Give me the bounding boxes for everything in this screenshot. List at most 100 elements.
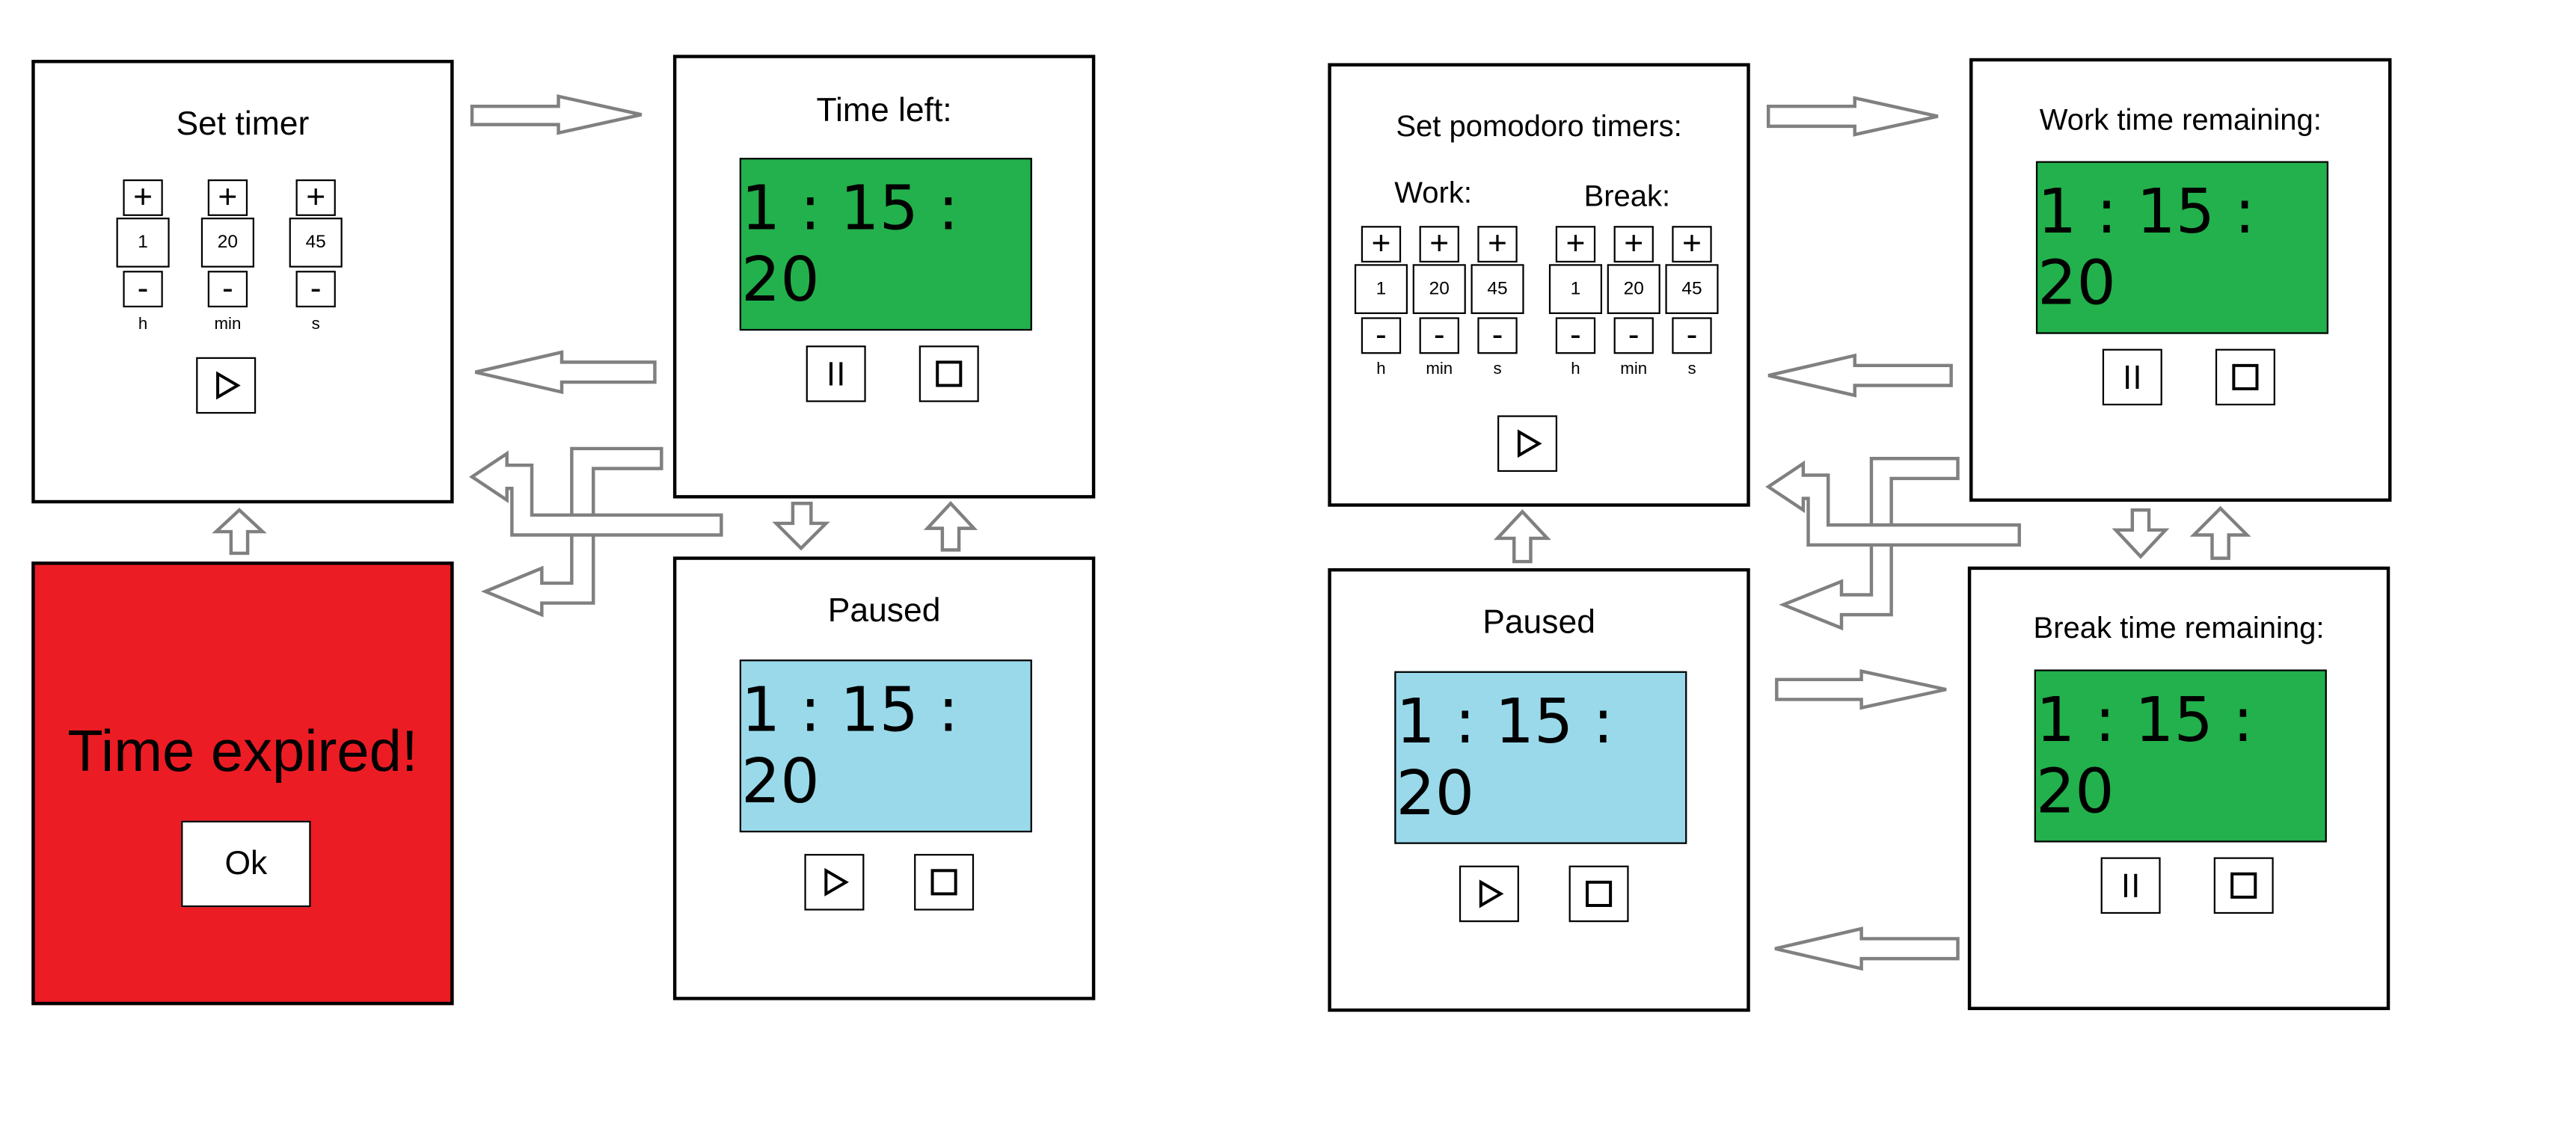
break-countdown-display: 1 : 15 : 20 [2034, 669, 2327, 843]
break-minutes-decrement-button[interactable]: - [1613, 317, 1654, 354]
break-time-screen: Break time remaining: 1 : 15 : 20 [1967, 566, 2391, 1010]
break-hours-increment-button[interactable]: + [1555, 226, 1596, 263]
hours-value[interactable]: 1 [116, 218, 170, 268]
stop-button[interactable] [1568, 865, 1629, 923]
work-hours-decrement-button[interactable]: - [1361, 317, 1402, 354]
minutes-increment-button[interactable]: + [207, 179, 248, 216]
play-icon [216, 371, 241, 400]
break-seconds-decrement-button[interactable]: - [1672, 317, 1712, 354]
pomodoro-paused-screen: Paused 1 : 15 : 20 [1328, 568, 1750, 1012]
minutes-unit-label: min [214, 316, 242, 334]
stop-icon [1586, 880, 1613, 907]
play-icon [824, 867, 849, 896]
pause-icon [2123, 873, 2138, 897]
hours-increment-button[interactable]: + [123, 179, 163, 216]
stop-icon [930, 869, 957, 896]
start-button[interactable] [196, 357, 257, 414]
break-hours-unit-label: h [1571, 360, 1580, 379]
pause-icon [829, 362, 843, 386]
screen-title: Break time remaining: [2033, 611, 2325, 645]
work-minutes-unit-label: min [1426, 360, 1453, 379]
seconds-value[interactable]: 45 [289, 218, 343, 268]
work-minutes-increment-button[interactable]: + [1419, 226, 1459, 263]
seconds-unit-label: s [311, 316, 320, 334]
pause-button[interactable] [2100, 857, 2161, 914]
minutes-decrement-button[interactable]: - [207, 271, 248, 308]
screen-title: Paused [827, 593, 941, 630]
work-label: Work: [1394, 176, 1472, 209]
set-pomodoro-screen: Set pomodoro timers: Work: Break: + 1 - … [1328, 63, 1750, 507]
resume-button[interactable] [804, 854, 865, 911]
stop-icon [2230, 872, 2257, 899]
work-hours-unit-label: h [1376, 360, 1386, 379]
flow-arrow-icon [923, 501, 978, 552]
work-hours-increment-button[interactable]: + [1361, 226, 1402, 263]
flow-arrow-icon [470, 94, 643, 135]
resume-button[interactable] [1459, 865, 1519, 923]
stop-button[interactable] [2213, 857, 2274, 914]
seconds-increment-button[interactable]: + [295, 179, 336, 216]
flow-arrow-icon [212, 508, 267, 556]
work-minutes-decrement-button[interactable]: - [1419, 317, 1459, 354]
break-minutes-value[interactable]: 20 [1607, 264, 1660, 314]
break-minutes-unit-label: min [1620, 360, 1648, 379]
flow-arrow-icon [469, 450, 723, 537]
countdown-display: 1 : 15 : 20 [739, 158, 1032, 331]
break-seconds-unit-label: s [1687, 360, 1696, 379]
break-seconds-value[interactable]: 45 [1665, 264, 1719, 314]
time-expired-screen: Time expired! Ok [31, 562, 454, 1006]
set-timer-screen: Set timer + 1 - h + 20 - min + 45 - s [31, 59, 454, 504]
start-button[interactable] [1497, 415, 1558, 473]
work-seconds-unit-label: s [1493, 360, 1502, 379]
flow-arrow-icon [1774, 926, 1960, 971]
break-minutes-increment-button[interactable]: + [1613, 226, 1654, 263]
stop-button[interactable] [914, 854, 975, 911]
hours-decrement-button[interactable]: - [123, 271, 163, 308]
screen-title: Paused [1482, 604, 1595, 642]
work-countdown-display: 1 : 15 : 20 [2035, 161, 2329, 334]
flow-arrow-icon [1493, 509, 1551, 564]
flow-arrow-icon [1767, 353, 1953, 398]
work-seconds-increment-button[interactable]: + [1477, 226, 1518, 263]
ok-button[interactable]: Ok [181, 820, 311, 908]
pause-button[interactable] [2102, 348, 2162, 406]
break-seconds-increment-button[interactable]: + [1672, 226, 1712, 263]
paused-display: 1 : 15 : 20 [739, 659, 1032, 833]
break-hours-decrement-button[interactable]: - [1555, 317, 1596, 354]
flow-arrow-icon [2189, 505, 2251, 560]
flow-arrow-icon [772, 502, 830, 551]
stop-icon [936, 360, 963, 387]
flow-arrow-icon [1766, 96, 1939, 137]
screen-title: Set pomodoro timers: [1396, 109, 1682, 144]
paused-screen: Paused 1 : 15 : 20 [672, 556, 1096, 1000]
stop-icon [2232, 363, 2259, 390]
expired-message: Time expired! [67, 719, 418, 784]
paused-display: 1 : 15 : 20 [1394, 671, 1687, 844]
play-icon [1479, 879, 1504, 908]
flow-arrow-icon [1775, 668, 1947, 710]
flow-arrow-icon [474, 350, 657, 395]
work-minutes-value[interactable]: 20 [1412, 264, 1466, 314]
play-icon [1517, 429, 1542, 458]
work-seconds-decrement-button[interactable]: - [1477, 317, 1518, 354]
flow-arrow-icon [2112, 508, 2170, 559]
pause-icon [2126, 365, 2139, 389]
stop-button[interactable] [2215, 348, 2275, 406]
work-seconds-value[interactable]: 45 [1471, 264, 1524, 314]
hours-unit-label: h [138, 316, 148, 334]
flow-arrow-icon [1779, 457, 1960, 631]
break-label: Break: [1583, 179, 1671, 213]
minutes-value[interactable]: 20 [200, 218, 254, 268]
time-left-screen: Time left: 1 : 15 : 20 [672, 55, 1096, 499]
work-time-screen: Work time remaining: 1 : 15 : 20 [1969, 58, 2392, 502]
screen-title: Time left: [816, 93, 952, 130]
break-hours-value[interactable]: 1 [1548, 264, 1603, 314]
stop-button[interactable] [919, 345, 979, 402]
pause-button[interactable] [806, 345, 866, 402]
work-hours-value[interactable]: 1 [1354, 264, 1408, 314]
screen-title: Set timer [176, 106, 310, 144]
flow-arrow-icon [1765, 460, 2021, 547]
seconds-decrement-button[interactable]: - [295, 271, 336, 308]
